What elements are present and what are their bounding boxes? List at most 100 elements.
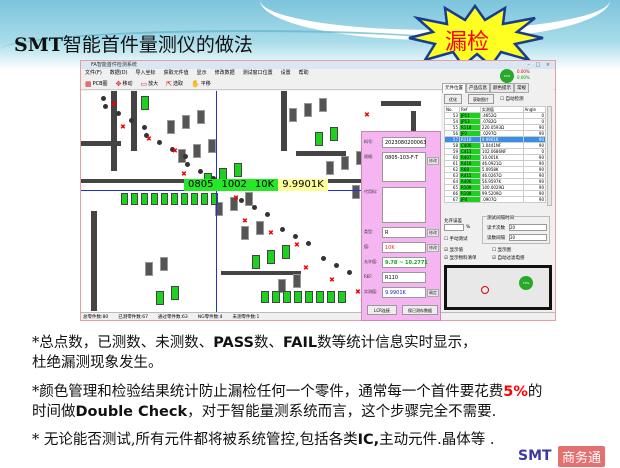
- modify-button[interactable]: 修改: [427, 244, 439, 252]
- component-pass[interactable]: [234, 163, 242, 177]
- filter-inductor-checkbox[interactable]: ☑ 自动过滤电感: [492, 256, 525, 261]
- component-pad[interactable]: [145, 262, 153, 276]
- component-pass[interactable]: [267, 250, 275, 264]
- component-pad[interactable]: [341, 156, 349, 170]
- show-value-checkbox[interactable]: ☑ 显示值: [444, 248, 463, 253]
- field-1[interactable]: 0805-103-F-T: [382, 152, 426, 182]
- component-pass[interactable]: [315, 132, 323, 146]
- component-pass[interactable]: [191, 193, 198, 205]
- component-pad[interactable]: [352, 185, 360, 199]
- optimize-button[interactable]: 优化: [444, 94, 462, 104]
- component-pass[interactable]: [338, 291, 346, 303]
- component-pass[interactable]: [171, 193, 178, 205]
- component-pass[interactable]: [156, 291, 164, 305]
- component-pass[interactable]: [327, 291, 335, 303]
- read-interval-input[interactable]: 20: [509, 234, 547, 241]
- show-bom-checkbox[interactable]: ☑ 显示物料清单: [444, 256, 477, 261]
- tab-0[interactable]: 元件位置: [442, 83, 466, 93]
- menu-item[interactable]: 导入坐标: [135, 70, 156, 76]
- tolerance-input[interactable]: [444, 224, 464, 231]
- component-pad[interactable]: [278, 279, 286, 293]
- component-pass[interactable]: [305, 291, 313, 303]
- table-scrollbar[interactable]: [547, 106, 552, 206]
- component-pass[interactable]: [211, 193, 218, 205]
- component-pass[interactable]: [141, 193, 148, 205]
- toolbar: ▦PCB图 ✥移动▭放大 ⇱选取 ✋平移: [81, 78, 555, 90]
- menu-item[interactable]: 文件(F): [85, 70, 102, 76]
- component-pass[interactable]: [283, 291, 291, 303]
- tab-2[interactable]: 颜色提示: [490, 83, 514, 93]
- component-pad[interactable]: [208, 139, 216, 153]
- field-2[interactable]: [382, 187, 426, 223]
- component-pad[interactable]: [289, 108, 297, 122]
- menu-item[interactable]: 数据(D): [109, 70, 128, 76]
- field-7[interactable]: 9.9901K: [382, 287, 426, 298]
- menu-item[interactable]: 获取元件值: [163, 70, 189, 76]
- pcb-overview-map[interactable]: 70%: [444, 265, 552, 310]
- component-pass[interactable]: [121, 193, 128, 205]
- component-pad[interactable]: [160, 257, 168, 271]
- component-pad[interactable]: [182, 115, 190, 129]
- component-pass[interactable]: [261, 291, 269, 303]
- field-5[interactable]: 9.78 ~ 10.2771: [382, 257, 428, 268]
- component-pad[interactable]: [319, 98, 327, 112]
- component-pass[interactable]: [252, 255, 260, 269]
- toolbar-button-3[interactable]: ⇱选取: [164, 80, 185, 88]
- menu-item[interactable]: 帮助: [298, 70, 309, 76]
- manual-test-checkbox[interactable]: ☐ 手动测试: [444, 237, 468, 242]
- show-image-checkbox[interactable]: ☐ 显示图: [492, 248, 511, 253]
- component-pass[interactable]: [131, 193, 138, 205]
- component-pass[interactable]: [161, 193, 168, 205]
- component-pass[interactable]: [272, 291, 280, 303]
- lcr-connect-button[interactable]: LCR连接: [367, 305, 397, 315]
- component-pad[interactable]: [230, 197, 238, 211]
- component-pad[interactable]: [326, 161, 334, 175]
- component-pad[interactable]: [167, 120, 175, 134]
- field-6[interactable]: R110: [382, 272, 426, 283]
- menu-item[interactable]: 显示: [196, 70, 207, 76]
- toolbar-button-2[interactable]: ▭放大: [138, 80, 160, 88]
- tab-3[interactable]: 常规: [514, 83, 529, 93]
- field-3[interactable]: R: [382, 227, 426, 238]
- toolbar-button-1[interactable]: ✥移动: [114, 80, 135, 88]
- field-0[interactable]: 2023080200063: [382, 137, 426, 148]
- component-pad[interactable]: [245, 192, 253, 206]
- tab-1[interactable]: 产品信息: [466, 83, 490, 93]
- menu-item[interactable]: 设置: [280, 70, 291, 76]
- field-4[interactable]: 10K: [382, 242, 426, 253]
- component-pass[interactable]: [141, 96, 149, 110]
- component-pad[interactable]: [193, 144, 201, 158]
- component-pass[interactable]: [330, 127, 338, 141]
- save-data-button[interactable]: 保已测存数据: [402, 305, 438, 315]
- read-times-input[interactable]: 20: [509, 224, 547, 231]
- component-pass[interactable]: [282, 245, 290, 259]
- modify-button[interactable]: 修改: [427, 157, 439, 165]
- component-pass[interactable]: [201, 193, 208, 205]
- component-pad[interactable]: [256, 221, 264, 235]
- component-pad[interactable]: [293, 274, 301, 288]
- window-controls[interactable]: – □ ×: [527, 62, 552, 68]
- component-pass[interactable]: [171, 286, 179, 300]
- menu-item[interactable]: 修改数据: [214, 70, 235, 76]
- component-pass[interactable]: [294, 291, 302, 303]
- auto-check-checkbox[interactable]: ☐ 自动检测: [500, 97, 524, 102]
- toolbar-button-4[interactable]: ✋平移: [189, 80, 213, 88]
- menu-item[interactable]: 测试窗口位置: [242, 70, 273, 76]
- component-pad[interactable]: [304, 103, 312, 117]
- toolbar-button-0[interactable]: ▦PCB图: [83, 80, 110, 88]
- component-pad[interactable]: [197, 110, 205, 124]
- component-pad[interactable]: [241, 226, 249, 240]
- modify-button[interactable]: 修改: [427, 229, 439, 237]
- toolbar-label: 平移: [200, 81, 211, 87]
- modify-button[interactable]: 确定: [427, 289, 439, 297]
- component-pad[interactable]: [215, 202, 223, 216]
- component-pass[interactable]: [181, 193, 188, 205]
- component-pass[interactable]: [151, 193, 158, 205]
- get-image-button[interactable]: 获取图片: [468, 94, 494, 104]
- component-pass[interactable]: [316, 291, 324, 303]
- manual-test-label: 手动测试: [449, 237, 468, 242]
